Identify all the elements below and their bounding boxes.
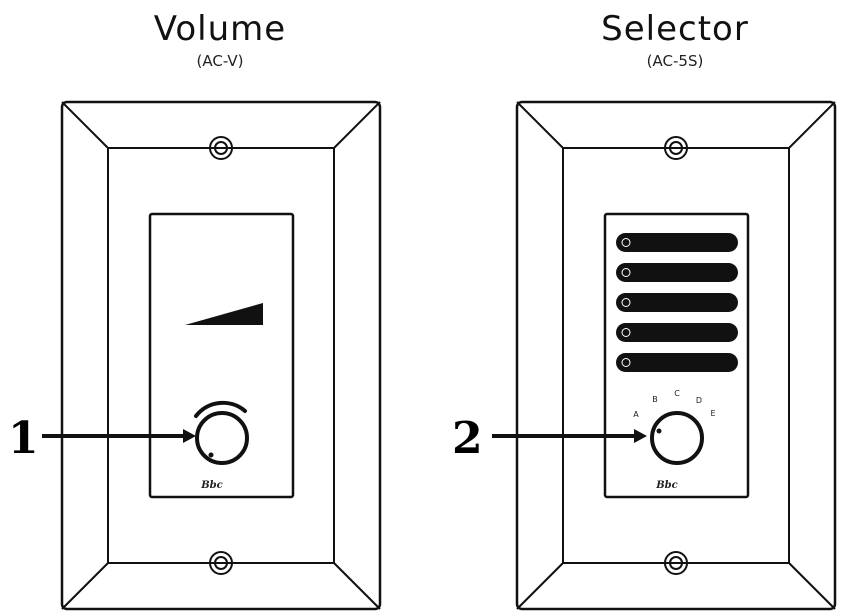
selector-top-screw-icon xyxy=(664,136,688,160)
volume-callout: 1 xyxy=(8,413,196,464)
volume-level-arc xyxy=(194,400,247,418)
selector-position-label: D xyxy=(696,396,702,405)
selector-wall-plate xyxy=(515,100,837,611)
volume-knob[interactable] xyxy=(195,411,249,465)
selector-bevel-line xyxy=(516,562,564,610)
volume-control-group: Volume (AC-V) Bbc 1 xyxy=(8,9,382,611)
selector-callout: 2 xyxy=(452,413,647,464)
volume-bevel-line xyxy=(333,562,381,610)
volume-callout-arrowhead xyxy=(183,429,196,443)
selector-plate-inner-edge xyxy=(562,147,790,564)
volume-bevel-line xyxy=(61,562,109,610)
selector-bevel-line xyxy=(788,101,836,149)
volume-bevel-line xyxy=(61,101,109,149)
selector-plate-outer-edge xyxy=(515,100,837,611)
volume-brand-logo: Bbc xyxy=(200,480,223,491)
volume-model-label: (AC-V) xyxy=(197,52,244,70)
volume-title: Volume xyxy=(154,9,286,49)
volume-wall-plate xyxy=(60,100,382,611)
volume-plate-outer-edge xyxy=(60,100,382,611)
volume-ramp-icon xyxy=(185,303,263,325)
selector-position-label: B xyxy=(652,395,658,404)
selector-label-slot xyxy=(616,323,738,342)
selector-label-slot xyxy=(616,293,738,312)
selector-bevel-line xyxy=(788,562,836,610)
volume-faceplate-panel xyxy=(148,212,295,499)
volume-bevel-line xyxy=(333,101,381,149)
selector-model-label: (AC-5S) xyxy=(647,52,704,70)
selector-knob[interactable] xyxy=(650,411,704,465)
selector-position-label: A xyxy=(633,410,639,419)
selector-faceplate-panel xyxy=(603,212,750,499)
selector-bottom-screw-icon xyxy=(664,551,688,575)
volume-callout-number: 1 xyxy=(8,413,39,464)
volume-bottom-screw-icon xyxy=(209,551,233,575)
selector-position-label: C xyxy=(674,389,680,398)
volume-knob-indicator-dot xyxy=(208,452,214,458)
selector-label-slot xyxy=(616,353,738,372)
selector-title: Selector xyxy=(601,9,749,49)
selector-bevel-line xyxy=(516,101,564,149)
volume-top-screw-icon xyxy=(209,136,233,160)
selector-knob-indicator-dot xyxy=(656,428,662,434)
selector-callout-arrowhead xyxy=(634,429,647,443)
volume-plate-inner-edge xyxy=(107,147,335,564)
selector-control-group: Selector (AC-5S) xyxy=(452,9,837,611)
selector-position-label: E xyxy=(710,409,715,418)
selector-callout-number: 2 xyxy=(452,413,483,464)
selector-label-slot xyxy=(616,233,738,252)
selector-brand-logo: Bbc xyxy=(655,480,678,491)
selector-label-slot xyxy=(616,263,738,282)
